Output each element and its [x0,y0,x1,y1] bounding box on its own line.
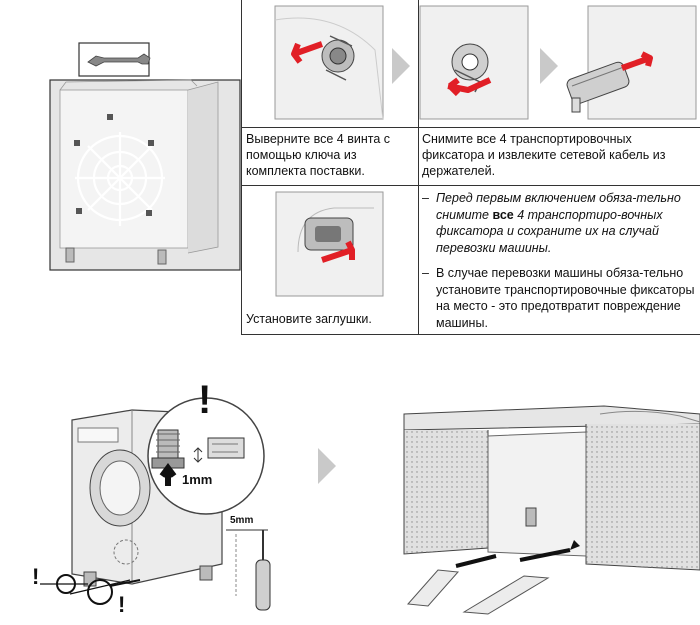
note-remove-all: – Перед первым включением обяза-тельно с… [422,191,681,255]
step-plugs-text: Установите заглушки. [246,312,372,326]
exclaim-detail: ! [198,378,212,422]
gap-label: 1mm [182,472,213,487]
exclaim-left: ! [32,564,40,589]
step-unscrew-text: Выверните все 4 винта с помощью ключа из… [246,132,391,178]
step-remove-text: Снимите все 4 транспортировочных фиксато… [422,132,666,178]
table-grid [241,0,700,335]
note-transport: – В случае перевозки машины обяза-тельно… [422,266,695,330]
exclaim-bottom: ! [118,592,126,617]
depth-label: 5mm [230,515,254,526]
